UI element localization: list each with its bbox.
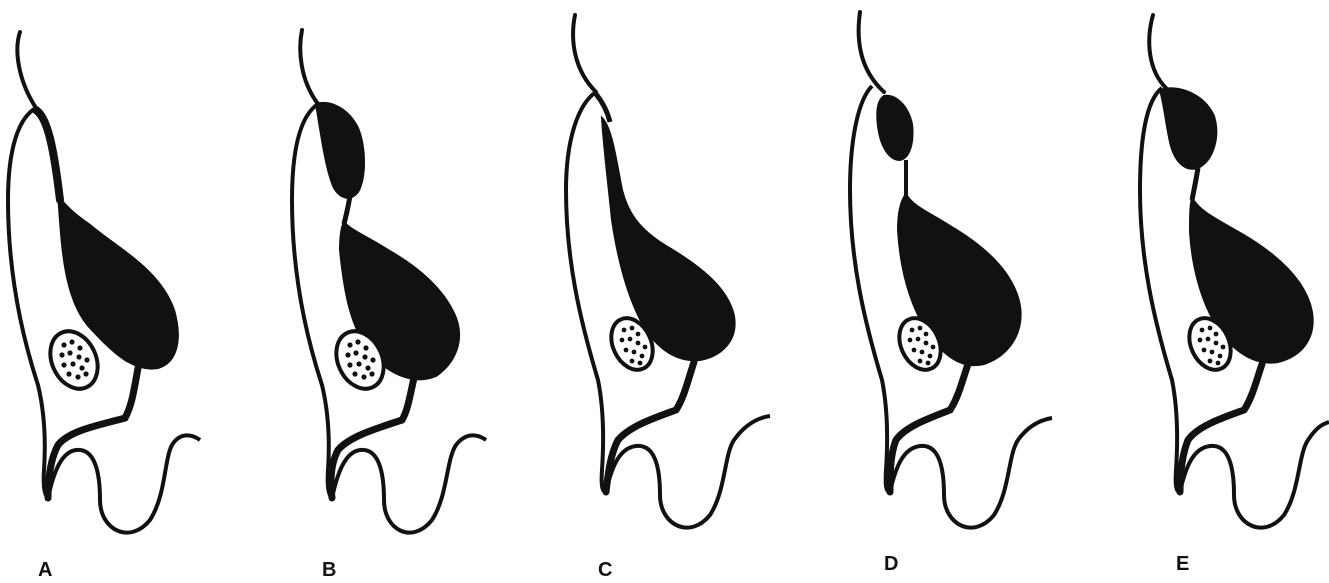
lower-thick-line: [1180, 364, 1262, 492]
outer-wall-line: [8, 108, 48, 498]
panel-b: B: [292, 30, 486, 581]
outer-wall-line: [566, 92, 606, 492]
upper-stalk-line: [17, 32, 36, 108]
lower-thick-line: [606, 362, 694, 492]
panel-label-b: B: [322, 559, 336, 581]
lower-curl-line: [48, 435, 200, 532]
connector-line: [344, 196, 350, 224]
upper-stalk-line: [859, 12, 884, 92]
upper-dark-mass: [316, 103, 364, 198]
upper-dark-mass: [1160, 88, 1216, 168]
connector-line: [1192, 168, 1198, 200]
upper-stalk-line: [300, 30, 318, 104]
panel-e: E: [1140, 15, 1329, 575]
panel-c: C: [566, 15, 770, 581]
lower-curl-line: [332, 435, 486, 532]
panel-label-a: A: [38, 559, 52, 581]
panel-label-c: C: [598, 559, 612, 581]
panel-label-d: D: [884, 553, 898, 575]
upper-dark-mass: [877, 96, 912, 160]
lower-thick-line: [331, 378, 414, 498]
lower-curl-line: [890, 418, 1052, 528]
lower-curl-line: [1180, 422, 1329, 528]
panel-a: A: [8, 32, 200, 581]
panel-d: D: [850, 12, 1052, 575]
inner-wall-line: [36, 110, 60, 200]
lower-thick-line: [890, 364, 968, 492]
upper-stalk-line: [1149, 15, 1166, 88]
upper-stalk-line: [573, 15, 596, 92]
lower-thick-line: [48, 368, 138, 498]
panel-label-e: E: [1176, 553, 1189, 575]
